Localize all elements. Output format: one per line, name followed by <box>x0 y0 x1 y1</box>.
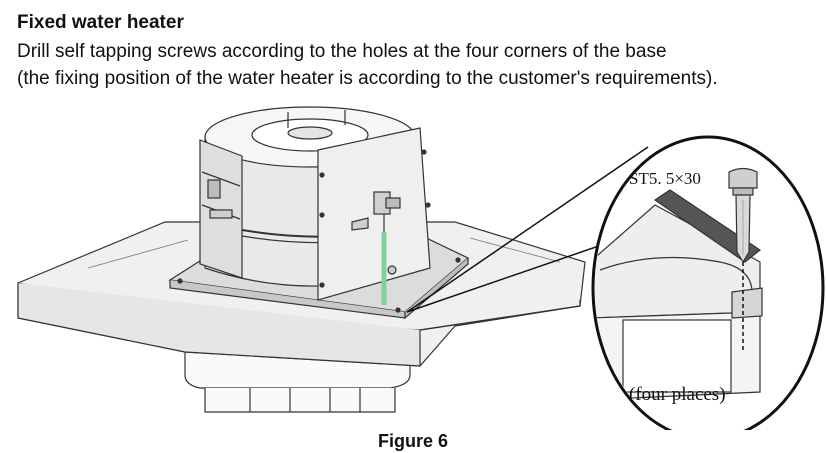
figure-caption: Figure 6 <box>377 431 448 451</box>
water-heater-unit <box>199 106 431 305</box>
detail-view: ST5. 5×30 (four places) <box>591 135 825 430</box>
section-heading: Fixed water heater <box>17 12 184 33</box>
detail-callout-lines <box>406 146 649 313</box>
four-places-label: (four places) <box>629 384 726 405</box>
screw-icon <box>728 167 758 264</box>
instruction-line-1: Drill self tapping screws according to t… <box>17 41 667 62</box>
installation-illustration: ST5. 5×30 (four places) <box>17 106 825 430</box>
screw-spec-label: ST5. 5×30 <box>629 169 701 188</box>
instruction-line-2: (the fixing position of the water heater… <box>17 68 718 89</box>
